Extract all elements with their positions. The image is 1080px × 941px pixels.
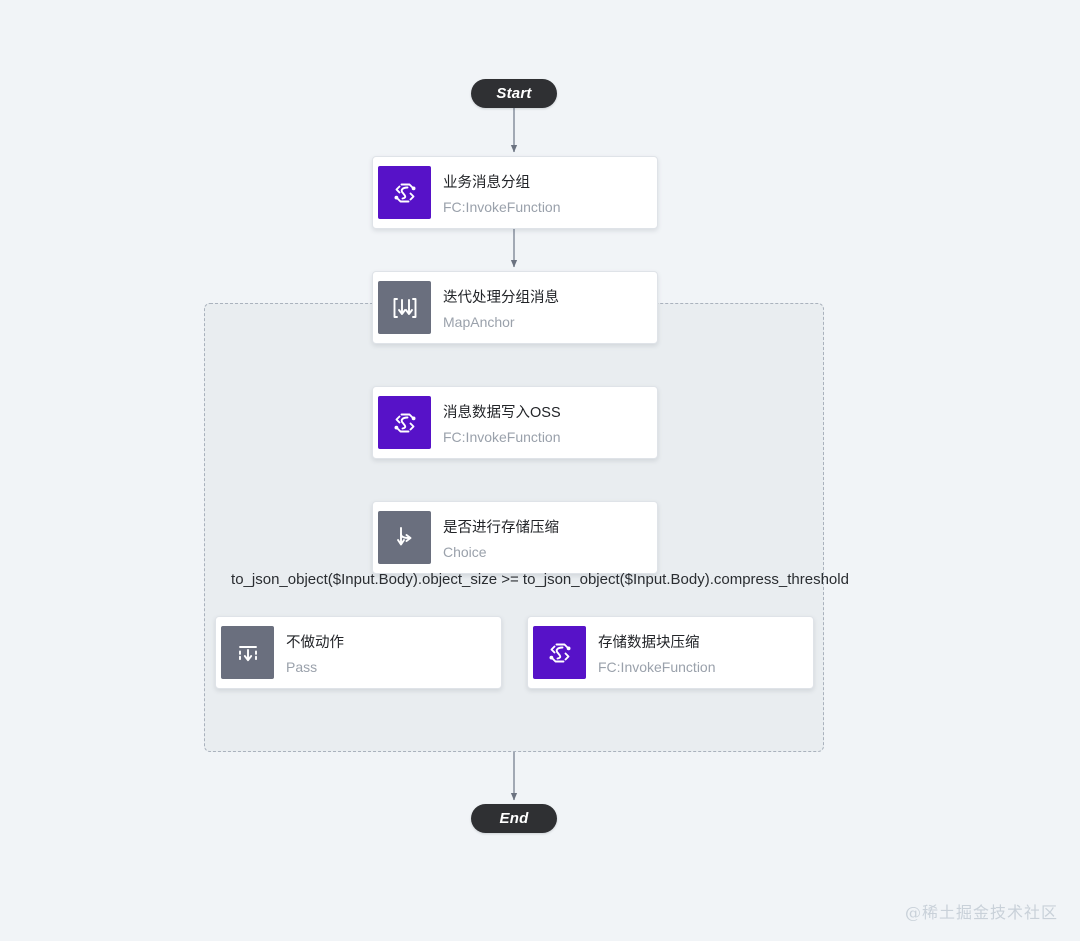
node-title: 存储数据块压缩 — [598, 634, 700, 651]
node-storage-block-compression[interactable]: 存储数据块压缩 FC:InvokeFunction — [527, 616, 814, 689]
node-write-message-to-oss[interactable]: 消息数据写入OSS FC:InvokeFunction — [372, 386, 658, 459]
map-anchor-icon — [378, 281, 431, 334]
start-node[interactable]: Start — [471, 79, 557, 108]
start-node-label: Start — [496, 85, 532, 102]
node-subtitle: FC:InvokeFunction — [598, 658, 716, 675]
node-no-action-pass[interactable]: 不做动作 Pass — [215, 616, 502, 689]
node-title: 不做动作 — [286, 634, 344, 651]
condition-expression-label: to_json_object($Input.Body).object_size … — [231, 571, 849, 588]
fc-function-icon — [378, 396, 431, 449]
pass-icon — [221, 626, 274, 679]
node-title: 业务消息分组 — [443, 174, 530, 191]
node-labels: 不做动作 Pass — [286, 631, 344, 675]
node-subtitle: MapAnchor — [443, 313, 515, 330]
node-subtitle: FC:InvokeFunction — [443, 428, 561, 445]
watermark-text: @稀土掘金技术社区 — [904, 903, 1058, 922]
node-subtitle: Choice — [443, 543, 487, 560]
choice-branch-icon — [378, 511, 431, 564]
node-title: 迭代处理分组消息 — [443, 289, 559, 306]
node-labels: 存储数据块压缩 FC:InvokeFunction — [598, 631, 716, 675]
node-labels: 业务消息分组 FC:InvokeFunction — [443, 171, 561, 215]
fc-function-icon — [378, 166, 431, 219]
node-labels: 是否进行存储压缩 Choice — [443, 516, 559, 560]
node-title: 是否进行存储压缩 — [443, 519, 559, 536]
node-title: 消息数据写入OSS — [443, 404, 561, 421]
node-labels: 消息数据写入OSS FC:InvokeFunction — [443, 401, 561, 445]
node-iterate-grouped-messages[interactable]: 迭代处理分组消息 MapAnchor — [372, 271, 658, 344]
node-subtitle: Pass — [286, 658, 318, 675]
node-compression-choice[interactable]: 是否进行存储压缩 Choice — [372, 501, 658, 574]
node-subtitle: FC:InvokeFunction — [443, 198, 561, 215]
fc-function-icon — [533, 626, 586, 679]
end-node-label: End — [499, 810, 529, 827]
node-labels: 迭代处理分组消息 MapAnchor — [443, 286, 559, 330]
node-business-message-group[interactable]: 业务消息分组 FC:InvokeFunction — [372, 156, 658, 229]
end-node[interactable]: End — [471, 804, 557, 833]
